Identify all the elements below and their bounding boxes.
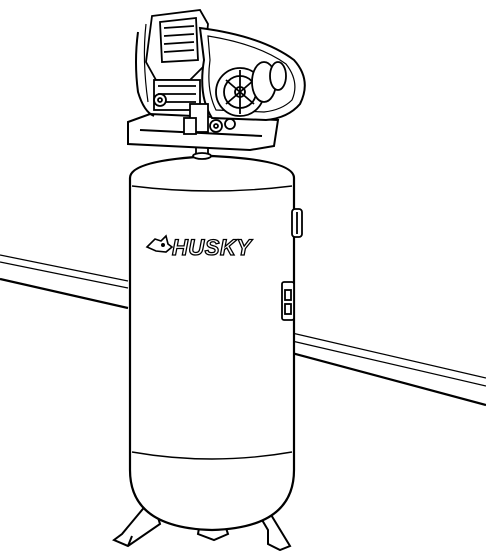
pressure-switch xyxy=(183,103,236,135)
brand-name-text: HUSKY xyxy=(172,235,253,260)
air-tank xyxy=(128,154,296,532)
husky-dog-head-logo xyxy=(145,234,174,253)
floor-lines xyxy=(0,254,486,407)
brand-logo: HUSKY xyxy=(145,234,253,261)
motor-flywheel xyxy=(215,61,287,117)
pump-cylinder-head xyxy=(145,9,209,111)
tank-side-fittings xyxy=(281,208,303,321)
